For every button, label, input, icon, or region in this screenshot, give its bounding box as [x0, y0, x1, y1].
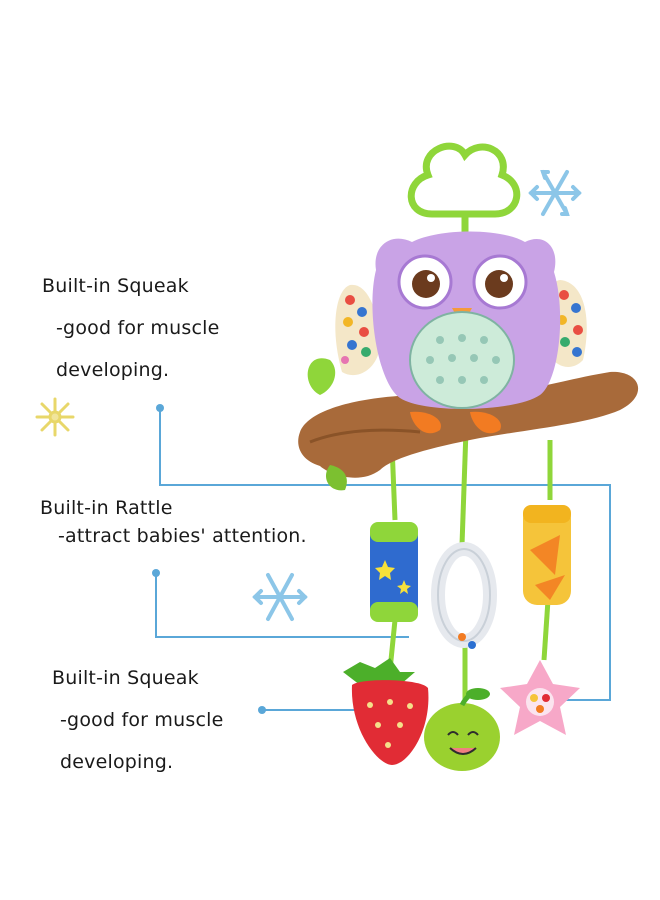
callout-squeak-bottom: Built-in Squeak -good for muscle develop…	[52, 664, 224, 776]
hanger-loop	[407, 142, 521, 249]
clear-rattle-ring	[431, 542, 497, 649]
pink-star-toy	[500, 660, 580, 735]
callout-title: Built-in Squeak	[52, 667, 199, 689]
callout-line: -attract babies' attention.	[58, 525, 307, 547]
callout-line: developing.	[56, 359, 170, 381]
callout-squeak-top: Built-in Squeak -good for muscle develop…	[42, 272, 220, 384]
snowflake-icon	[528, 170, 582, 216]
yellow-triangle-cylinder	[523, 505, 571, 605]
sun-snowflake-icon	[35, 397, 75, 437]
callout-line: -good for muscle	[60, 709, 224, 731]
owl-toy	[335, 231, 587, 434]
callout-rattle: Built-in Rattle -attract babies' attenti…	[40, 494, 307, 550]
callout-line: -good for muscle	[56, 317, 220, 339]
callout-title: Built-in Squeak	[42, 275, 189, 297]
snowflake-icon	[252, 573, 308, 621]
leader-lines	[155, 409, 611, 711]
callout-line: developing.	[60, 751, 174, 773]
strawberry-toy	[343, 658, 429, 765]
branch	[298, 358, 639, 491]
leader-dot	[152, 569, 160, 577]
blue-star-cylinder	[370, 522, 418, 622]
leader-dot	[156, 404, 164, 412]
green-apple-toy	[424, 688, 500, 771]
callout-title: Built-in Rattle	[40, 497, 173, 519]
leader-dot	[258, 706, 266, 714]
